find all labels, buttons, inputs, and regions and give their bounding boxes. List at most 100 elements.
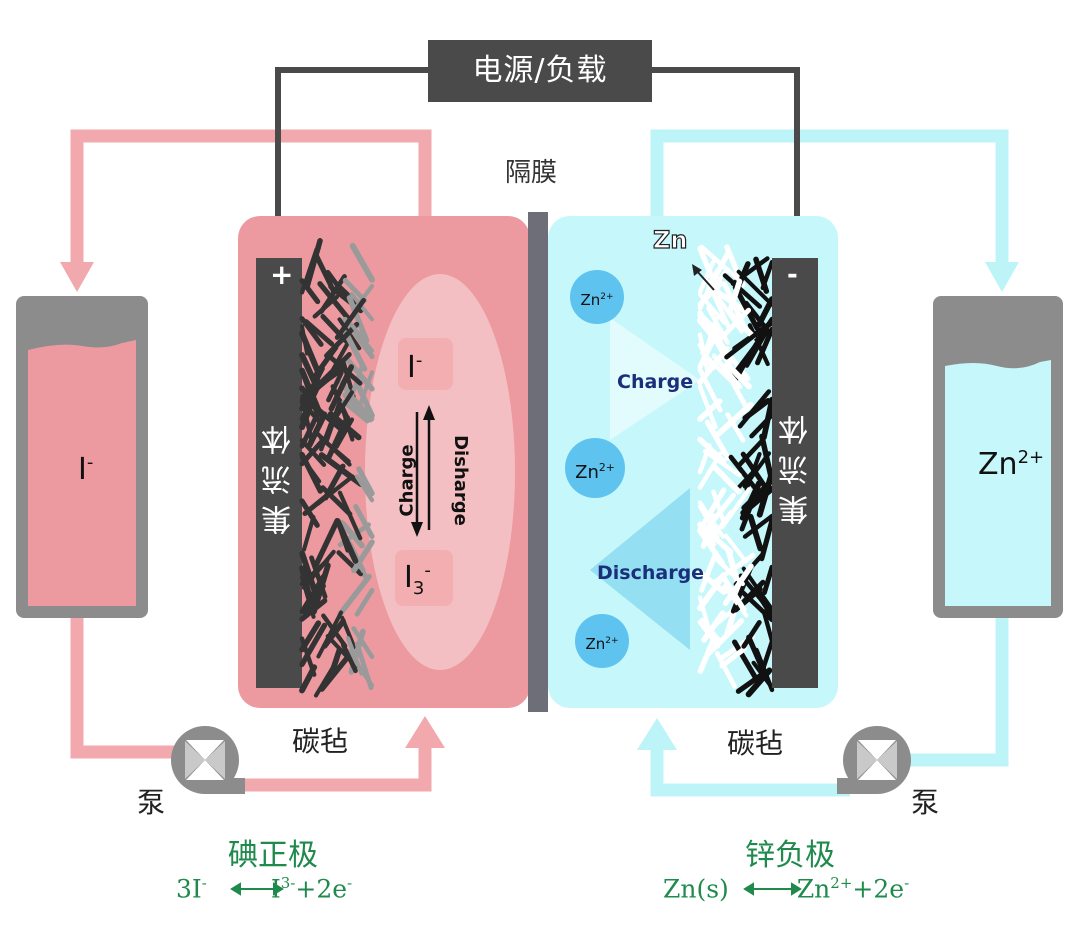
carbon-fiber xyxy=(697,504,720,539)
negative-pipe-bottom-right xyxy=(905,615,1009,767)
carbon-fiber xyxy=(722,563,754,606)
tank-right-label: Zn2+ xyxy=(978,447,1045,482)
carbon-fiber xyxy=(325,414,351,462)
carbon-fiber xyxy=(346,295,370,344)
carbon-felt-left-label: 碳毡 xyxy=(292,725,349,758)
carbon-fiber xyxy=(324,321,360,359)
carbon-fiber xyxy=(351,539,375,574)
charge-wedge xyxy=(610,318,700,440)
carbon-fiber xyxy=(339,520,365,549)
carbon-fiber xyxy=(697,384,718,430)
carbon-fiber xyxy=(741,620,762,649)
carbon-fiber xyxy=(299,664,318,694)
carbon-fiber xyxy=(335,518,350,553)
carbon-fiber xyxy=(712,464,742,495)
carbon-fiber xyxy=(316,610,344,659)
carbon-fiber xyxy=(697,398,723,422)
triiodide-box xyxy=(395,550,453,606)
carbon-fiber xyxy=(299,573,327,615)
iodide-box xyxy=(398,338,453,390)
carbon-fiber xyxy=(732,639,761,685)
pos-eq-arrow xyxy=(230,882,284,896)
carbon-fiber xyxy=(737,389,772,429)
carbon-fiber xyxy=(705,279,731,330)
positive-terminal-sign: + xyxy=(270,258,294,291)
carbon-fiber xyxy=(701,610,726,643)
carbon-fiber xyxy=(722,273,763,309)
carbon-fiber xyxy=(697,572,727,612)
triiodide-label: I3- xyxy=(404,560,431,599)
carbon-fiber xyxy=(342,316,375,360)
carbon-fiber xyxy=(706,618,745,656)
carbon-fiber xyxy=(697,443,712,475)
positive-pipes xyxy=(70,129,432,792)
carbon-fiber xyxy=(702,449,742,478)
carbon-felt-left xyxy=(299,238,375,698)
carbon-fiber xyxy=(301,515,316,552)
carbon-fiber xyxy=(747,513,764,552)
current-collector-left-label: 集流体 xyxy=(262,415,297,535)
carbon-fiber xyxy=(751,660,775,690)
zn-ion-1: Zn2+ xyxy=(570,270,624,324)
zn-pointer xyxy=(695,269,715,291)
carbon-fiber xyxy=(337,573,372,617)
carbon-fiber xyxy=(723,533,748,564)
carbon-fiber xyxy=(746,634,766,673)
negative-terminal-sign: - xyxy=(787,260,798,290)
carbon-fiber xyxy=(328,355,363,386)
discharge-label-right: Discharge xyxy=(597,562,705,584)
carbon-fiber xyxy=(299,498,320,528)
carbon-fiber xyxy=(714,651,737,689)
carbon-fiber xyxy=(704,419,731,461)
carbon-fiber xyxy=(331,390,355,424)
carbon-fiber xyxy=(697,280,724,307)
carbon-felt-right-label: 碳毡 xyxy=(727,727,784,760)
tank-left-label: I- xyxy=(78,452,94,487)
carbon-fiber xyxy=(340,642,358,674)
negative-reaction-equation: Zn(s)Zn2++2e- xyxy=(663,874,910,904)
carbon-fiber xyxy=(726,278,743,316)
carbon-fiber xyxy=(697,527,726,567)
carbon-fiber xyxy=(353,504,375,539)
power-load-box xyxy=(428,40,652,102)
carbon-fiber xyxy=(749,412,775,439)
current-collector-right-label: 集流体 xyxy=(779,405,814,525)
carbon-fiber xyxy=(760,259,775,291)
carbon-fiber xyxy=(355,370,375,413)
carbon-fiber xyxy=(719,307,752,340)
carbon-fiber xyxy=(313,365,347,390)
carbon-fiber xyxy=(711,353,743,390)
carbon-fiber xyxy=(728,454,758,491)
carbon-fiber xyxy=(321,613,348,649)
carbon-fiber xyxy=(697,569,727,595)
wire-right xyxy=(652,67,800,258)
carbon-fiber xyxy=(697,500,726,539)
carbon-fiber xyxy=(299,451,324,494)
carbon-fiber xyxy=(299,622,328,668)
carbon-fiber xyxy=(354,587,375,617)
carbon-fiber xyxy=(299,598,328,622)
negative-pipe-arrow-up xyxy=(637,718,677,750)
carbon-fiber xyxy=(299,365,325,412)
carbon-fiber xyxy=(341,399,370,424)
zn-deposit-label: Zn xyxy=(652,225,688,254)
carbon-fiber xyxy=(326,370,344,403)
carbon-fiber xyxy=(354,474,375,503)
positive-reaction-equation: 3I-I3-+2e- xyxy=(176,874,353,904)
carbon-fiber xyxy=(697,521,734,555)
carbon-fiber xyxy=(303,319,335,347)
carbon-fiber xyxy=(301,245,321,290)
carbon-fiber xyxy=(732,284,760,331)
carbon-fiber xyxy=(743,300,773,336)
carbon-fiber xyxy=(739,482,762,532)
charge-vertical-label: Charge xyxy=(396,444,418,517)
carbon-fiber xyxy=(301,583,326,619)
carbon-fiber xyxy=(351,626,375,660)
positive-pipe-bottom-right xyxy=(240,745,432,792)
tank-right-liquid xyxy=(945,360,1051,606)
positive-pipe-arrow-down xyxy=(60,262,94,292)
carbon-fiber xyxy=(343,330,368,372)
carbon-fiber xyxy=(725,412,746,443)
